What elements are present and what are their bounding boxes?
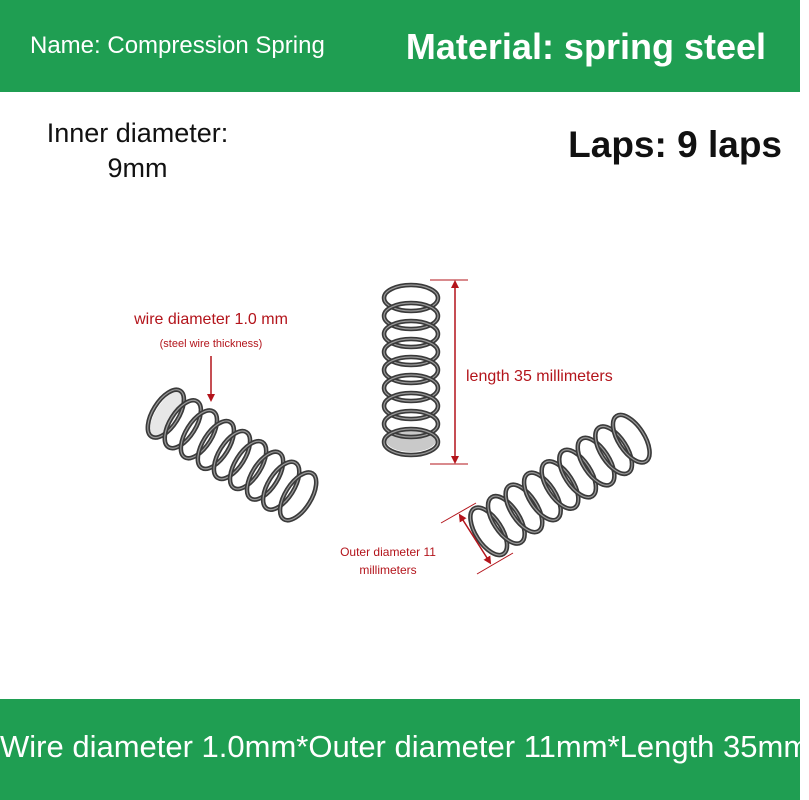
dimension-tick bbox=[440, 502, 477, 524]
material-label: Material: spring steel bbox=[405, 26, 766, 67]
length-label: length 35 millimeters bbox=[466, 368, 613, 385]
laps-label: Laps: 9 laps bbox=[568, 124, 782, 165]
dimension-arrow-icon bbox=[458, 513, 492, 565]
specs-summary: Wire diameter 1.0mm*Outer diameter 11mm*… bbox=[0, 729, 809, 764]
footer-band: Wire diameter 1.0mm*Outer diameter 11mm*… bbox=[0, 699, 809, 800]
compression-spring-icon bbox=[384, 285, 438, 455]
dimension-tick bbox=[476, 552, 514, 575]
inner-diameter-label: Inner diameter: 9mm bbox=[30, 116, 245, 186]
inner-diameter-value: 9mm bbox=[107, 153, 168, 184]
compression-spring-icon bbox=[141, 384, 324, 526]
wire-thickness-note: (steel wire thickness) bbox=[160, 338, 263, 350]
wire-diameter-label: wire diameter 1.0 mm bbox=[133, 311, 288, 328]
inner-diameter-title: Inner diameter: bbox=[46, 118, 229, 148]
outer-diameter-label: Outer diameter 11 bbox=[340, 545, 436, 559]
header-band: Name: Compression Spring Material: sprin… bbox=[0, 0, 800, 92]
product-name-label: Name: Compression Spring bbox=[30, 32, 325, 59]
outer-diameter-unit: millimeters bbox=[359, 563, 416, 577]
compression-spring-icon bbox=[463, 409, 657, 561]
